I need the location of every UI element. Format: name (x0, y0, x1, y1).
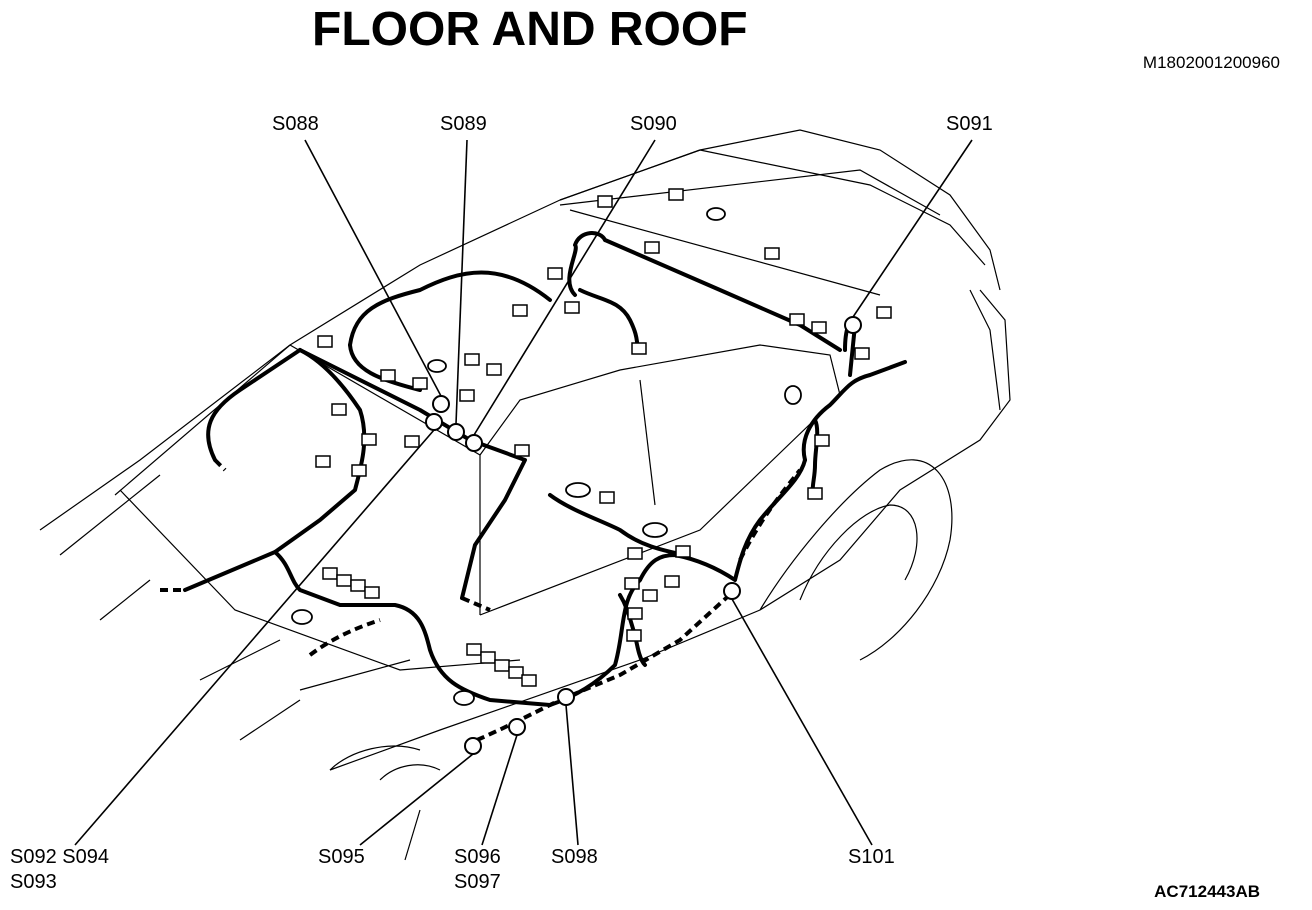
ground-terminals (291, 207, 802, 706)
label-s088: S088 (272, 113, 319, 135)
page-title: FLOOR AND ROOF (312, 3, 748, 56)
splice-s101 (723, 582, 741, 600)
splice-s092 (425, 413, 443, 431)
splice-s091 (844, 316, 862, 334)
document-number: M1802001200960 (1142, 53, 1280, 72)
car-body-outline (39, 129, 1011, 861)
splice-s089 (447, 423, 465, 441)
wire-harness (183, 231, 907, 707)
label-s101: S101 (848, 846, 895, 868)
label-s097: S097 (454, 871, 501, 893)
label-s093: S093 (10, 871, 57, 893)
figure-code: AC712443AB (1154, 882, 1260, 901)
splice-s088 (432, 395, 450, 413)
splice-s096 (508, 718, 526, 736)
label-s091: S091 (946, 113, 993, 135)
leader-lines (74, 139, 973, 846)
splice-s090 (465, 434, 483, 452)
label-s096: S096 (454, 846, 501, 868)
connectors (315, 188, 892, 687)
splice-s098 (557, 688, 575, 706)
label-s095: S095 (318, 846, 365, 868)
splice-s095 (464, 737, 482, 755)
splice-points (425, 316, 862, 755)
label-s092-s094: S092 S094 (10, 846, 109, 868)
label-s090: S090 (630, 113, 677, 135)
label-s089: S089 (440, 113, 487, 135)
label-s098: S098 (551, 846, 598, 868)
